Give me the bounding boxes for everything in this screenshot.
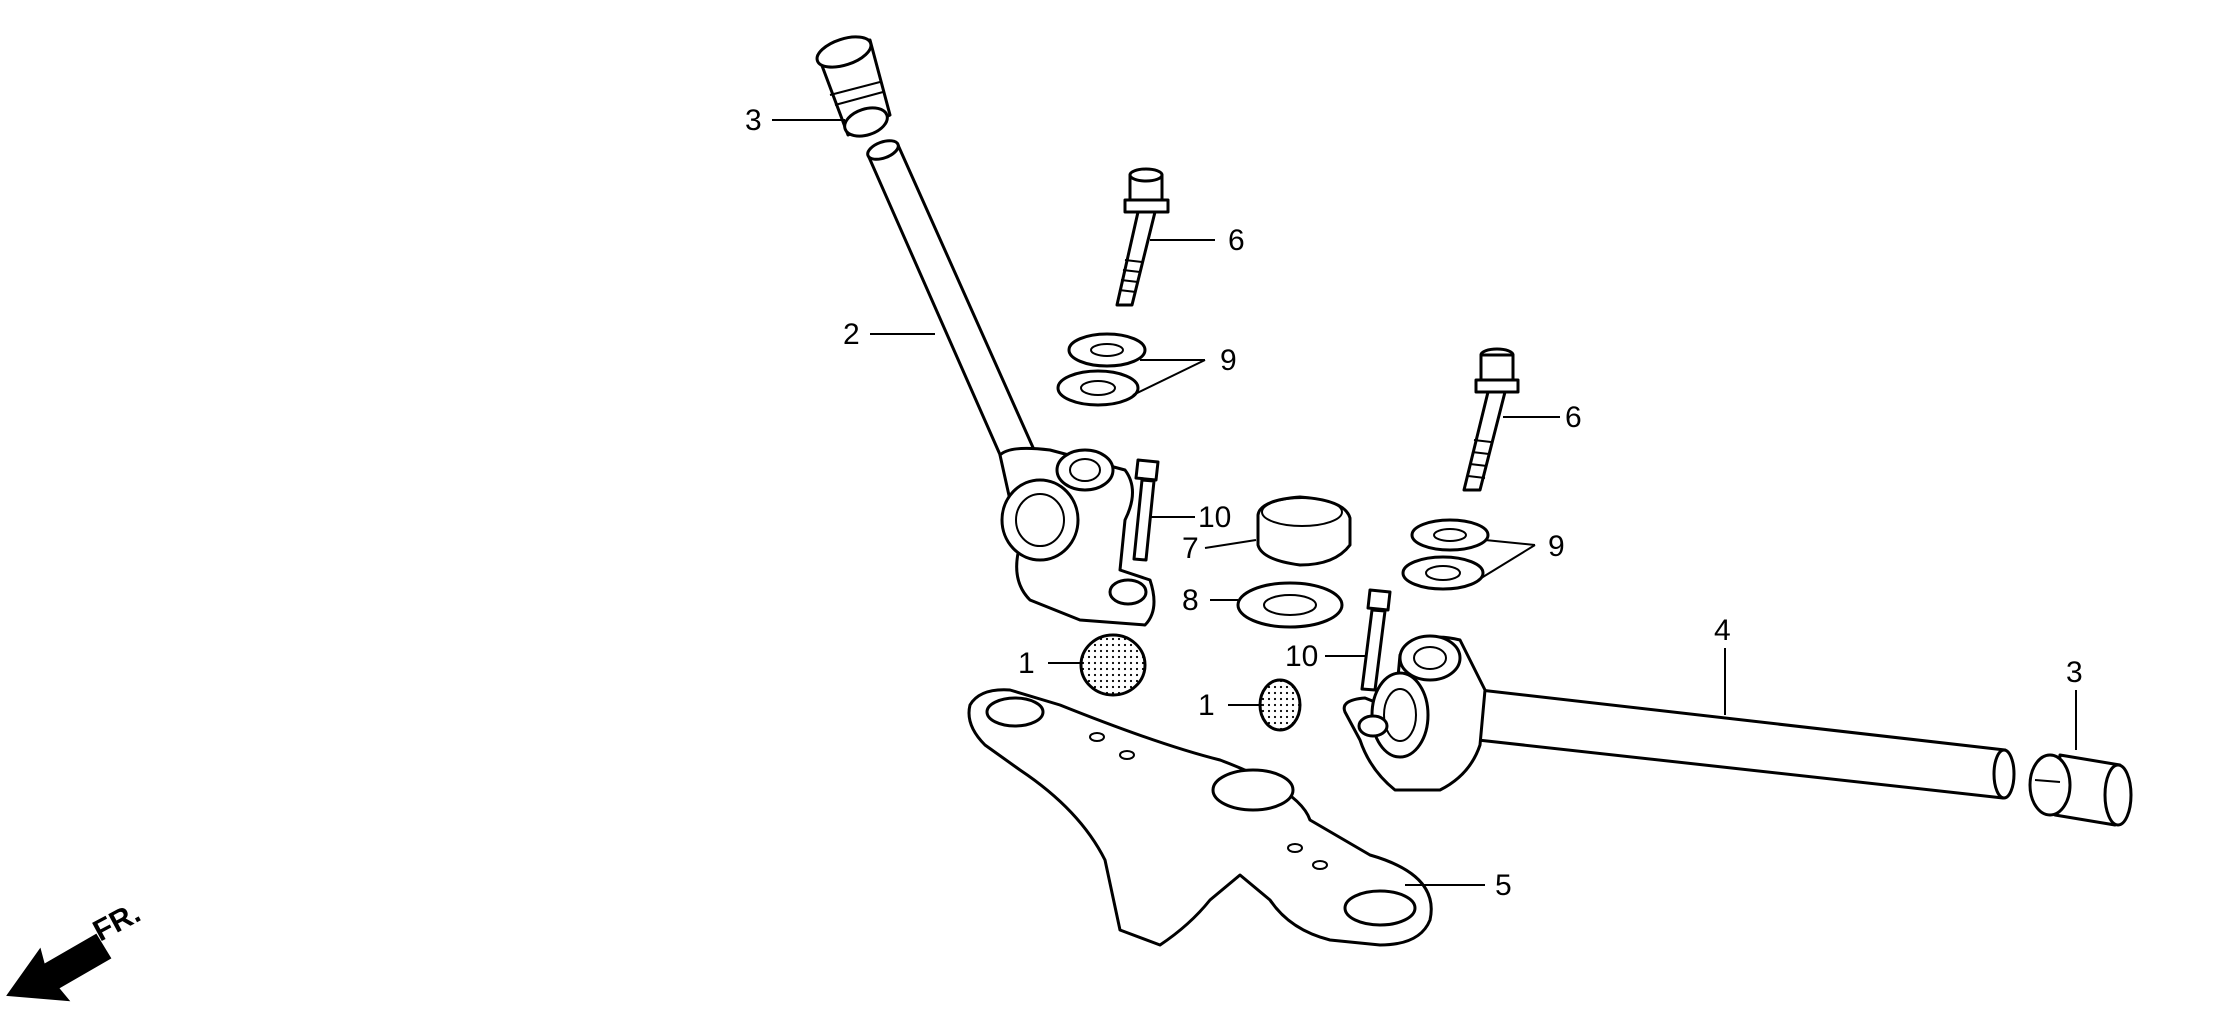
callout-4: 4: [1714, 614, 1731, 647]
callout-8: 8: [1182, 584, 1199, 617]
left-grip-end: [815, 35, 892, 138]
rubber-plug-right: [1258, 678, 1302, 732]
callout-1-left: 1: [1018, 647, 1035, 680]
callout-9-upper: 9: [1220, 344, 1237, 377]
washers-upper-left: [1056, 332, 1147, 407]
callout-10-right: 10: [1285, 640, 1318, 673]
right-handlebar: [1476, 688, 2016, 800]
bolt-upper-left: [1115, 167, 1170, 307]
small-bolt-right: [1360, 588, 1392, 692]
left-clamp-holder: [998, 446, 1156, 627]
center-nut: [1256, 495, 1352, 567]
callout-labels: 3 2 6 9 6 9 10 7 8 1 1 10 4 3 5: [745, 104, 2083, 902]
callout-5: 5: [1495, 869, 1512, 902]
rubber-plug-left: [1079, 633, 1147, 697]
top-bridge-plate: [967, 688, 1433, 947]
callout-1-right: 1: [1198, 689, 1215, 722]
front-direction-indicator: FR.: [6, 896, 146, 1002]
left-handlebar: [866, 139, 1037, 468]
right-grip-end: [2028, 753, 2133, 827]
callout-2: 2: [843, 318, 860, 351]
small-bolt-left: [1132, 458, 1160, 562]
callout-7: 7: [1182, 532, 1199, 565]
callout-10-left: 10: [1198, 501, 1231, 534]
washers-right: [1401, 518, 1490, 591]
right-clamp-holder: [1342, 634, 1487, 792]
front-arrow-icon: [6, 933, 112, 1002]
callout-6-upper: 6: [1228, 224, 1245, 257]
callout-9-right: 9: [1548, 530, 1565, 563]
bolt-upper-right: [1462, 347, 1520, 492]
leader-lines: [772, 119, 2077, 886]
callout-3-right: 3: [2066, 656, 2083, 689]
callout-3-left: 3: [745, 104, 762, 137]
center-washer: [1236, 581, 1344, 629]
callout-6-right: 6: [1565, 401, 1582, 434]
